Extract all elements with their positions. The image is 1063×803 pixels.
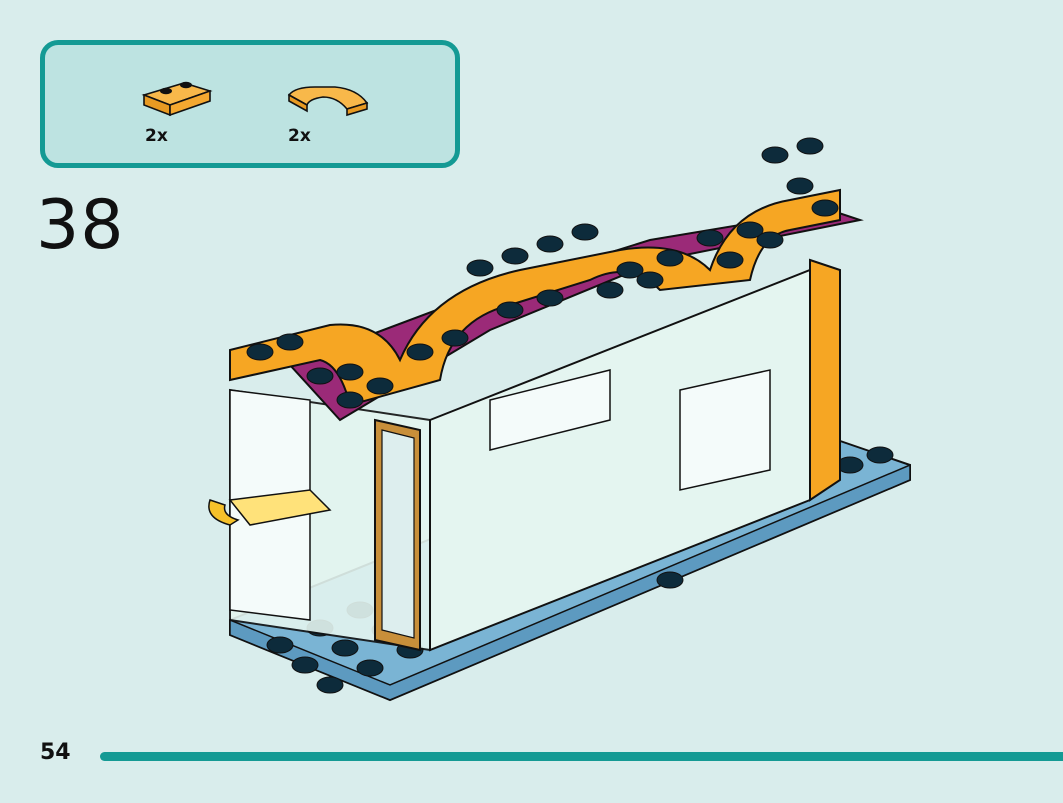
page-progress-bar — [100, 752, 1063, 761]
parts-callout: 2x 2x — [40, 40, 460, 168]
part-quantity: 2x — [288, 126, 311, 146]
orange-curved-tile-icon — [287, 86, 369, 117]
parts-item: 2x — [140, 73, 240, 153]
lego-shop-assembly-illustration — [190, 120, 930, 724]
step-number: 38 — [36, 186, 125, 265]
page-number: 54 — [40, 740, 71, 765]
part-quantity: 2x — [145, 126, 168, 146]
parts-item: 2x — [285, 73, 385, 153]
orange-plate-1x2-icon — [141, 81, 213, 117]
